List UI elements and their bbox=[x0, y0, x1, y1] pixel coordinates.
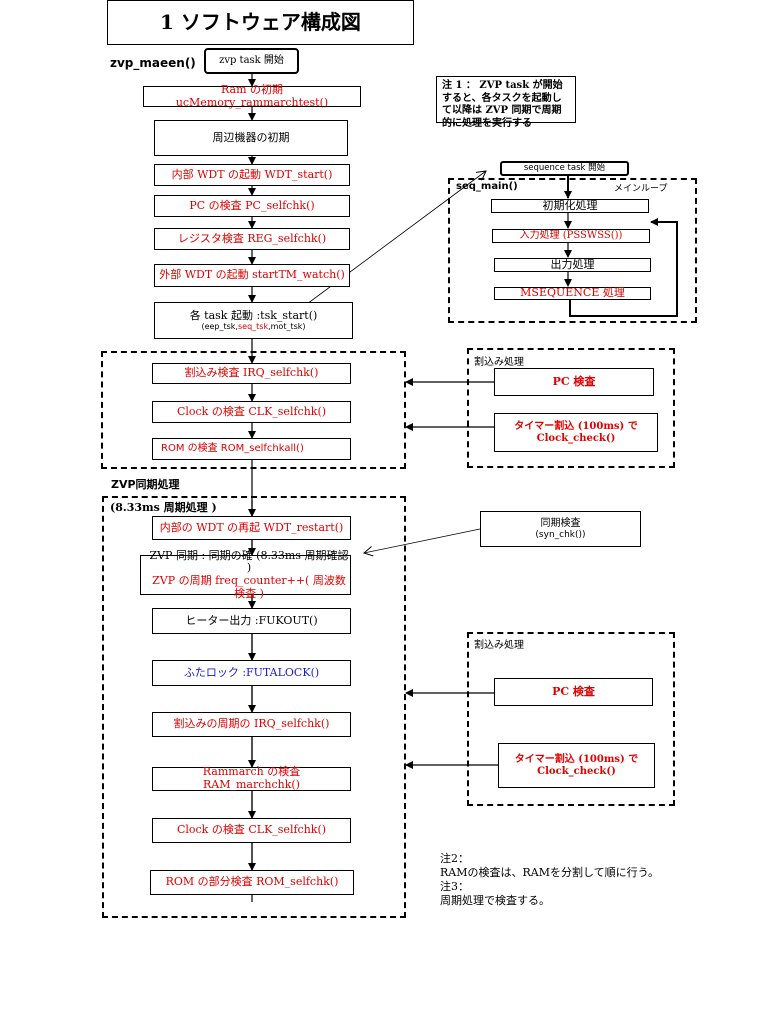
main-loop-label: メインループ bbox=[614, 184, 668, 194]
seq-msequence-box: MSEQUENCE 処理 bbox=[494, 286, 651, 300]
register-check-box: レジスタ検査 REG_selfchk() bbox=[154, 228, 350, 250]
zvp-period-label: (8.33ms 周期処理 ) bbox=[110, 501, 217, 514]
zvp-sync-box: ZVP 同期 : 同期の確 (8.33ms 周期確認 ) ZVP の周期 fre… bbox=[140, 549, 351, 600]
irq-check-1-box: 割込み検査 IRQ_selfchk() bbox=[152, 363, 351, 384]
ram-init-box: Ram の初期 ucMemory_rammarchtest() bbox=[143, 83, 361, 108]
note-3-text: 周期処理で検査する。 bbox=[440, 894, 550, 907]
pc-interrupt-1-box: PC 検査 bbox=[494, 368, 654, 396]
sequence-task-container bbox=[448, 178, 697, 323]
sync-check-box: 同期検査 (syn_chk()) bbox=[480, 511, 641, 547]
task-start-line1: 各 task 起動 :tsk_start() bbox=[189, 308, 318, 322]
task-start-line2: (eep_tsk,seq_tsk,mot_tsk) bbox=[201, 322, 306, 332]
seq-main-label: seq_main() bbox=[456, 181, 518, 192]
rom-check-2-box: ROM の部分検査 ROM_selfchk() bbox=[150, 870, 354, 895]
note-1-box: 注 1 ： ZVP task が開始すると、各タスクを起動して以降は ZVP 同… bbox=[436, 76, 576, 129]
bottom-notes: 注2： RAMの検査は、RAMを分割して順に行う。 注3： 周期処理で検査する。 bbox=[440, 852, 659, 908]
seq-input-box: 入力処理 (PSSWSS()) bbox=[492, 229, 650, 243]
interrupt-container-1 bbox=[467, 348, 675, 468]
diagram-title: 1 ソフトウェア構成図 bbox=[107, 0, 414, 45]
zvp-periodic-container bbox=[102, 496, 406, 918]
clk-check-1-box: Clock の検査 CLK_selfchk() bbox=[152, 401, 351, 423]
seq-output-box: 出力処理 bbox=[494, 258, 651, 272]
note-3-title: 注3： bbox=[440, 880, 469, 893]
irq-check-2-box: 割込みの周期の IRQ_selfchk() bbox=[152, 712, 351, 737]
fukout-box: ヒーター出力 :FUKOUT() bbox=[152, 608, 351, 634]
peripheral-init-box: 周辺機器の初期 bbox=[154, 120, 348, 156]
wdt-start-box: 内部 WDT の起動 WDT_start() bbox=[154, 164, 350, 186]
sync-check-line1: 同期検査 bbox=[540, 518, 581, 530]
ram-march-box: Rammarch の検査 RAM_marchchk() bbox=[152, 766, 351, 791]
seq-init-box: 初期化処理 bbox=[491, 199, 649, 213]
sequence-task-start: sequence task 開始 bbox=[500, 161, 629, 176]
wdt-restart-box: 内部の WDT の再起 WDT_restart() bbox=[152, 516, 351, 540]
timer-interrupt-1-line2: Clock_check() bbox=[536, 432, 616, 444]
pc-check-box: PC の検査 PC_selfchk() bbox=[154, 195, 350, 217]
note-2-title: 注2： bbox=[440, 852, 469, 865]
timer-interrupt-1-line1: タイマー割込 (100ms) で bbox=[514, 421, 638, 432]
external-wdt-box: 外部 WDT の起動 startTM_watch() bbox=[154, 264, 350, 287]
timer-interrupt-1-box: タイマー割込 (100ms) で Clock_check() bbox=[494, 413, 658, 452]
pc-interrupt-2-box: PC 検査 bbox=[494, 678, 653, 706]
sync-check-line2: (syn_chk()) bbox=[535, 529, 586, 540]
interrupt-label-1: 割込み処理 bbox=[474, 357, 524, 368]
init-check-container bbox=[101, 351, 406, 469]
timer-interrupt-2-line1: タイマー割込 (100ms) で bbox=[514, 754, 639, 765]
task-start-box: 各 task 起動 :tsk_start() (eep_tsk,seq_tsk,… bbox=[154, 302, 353, 339]
futalock-box: ふたロック :FUTALOCK() bbox=[152, 660, 351, 686]
rom-check-1-box: ROM の検査 ROM_selfchkall() bbox=[152, 438, 351, 460]
interrupt-container-2 bbox=[467, 632, 675, 806]
zvp-task-start: zvp task 開始 bbox=[204, 48, 299, 74]
clk-check-2-box: Clock の検査 CLK_selfchk() bbox=[152, 818, 351, 843]
zvp-sync-line1: ZVP 同期 : 同期の確 (8.33ms 周期確認 ) bbox=[149, 548, 349, 575]
zvp-sync-line2: ZVP の周期 freq_counter++( 周波数検査 ) bbox=[152, 574, 346, 600]
note-2-text: RAMの検査は、RAMを分割して順に行う。 bbox=[440, 866, 659, 879]
zvp-section-label: ZVP同期処理 bbox=[111, 478, 180, 491]
zvp-main-label: zvp_maeen() bbox=[110, 56, 196, 70]
timer-interrupt-2-line2: Clock_check() bbox=[537, 765, 616, 777]
timer-interrupt-2-box: タイマー割込 (100ms) で Clock_check() bbox=[498, 743, 655, 788]
interrupt-label-2: 割込み処理 bbox=[474, 640, 524, 651]
